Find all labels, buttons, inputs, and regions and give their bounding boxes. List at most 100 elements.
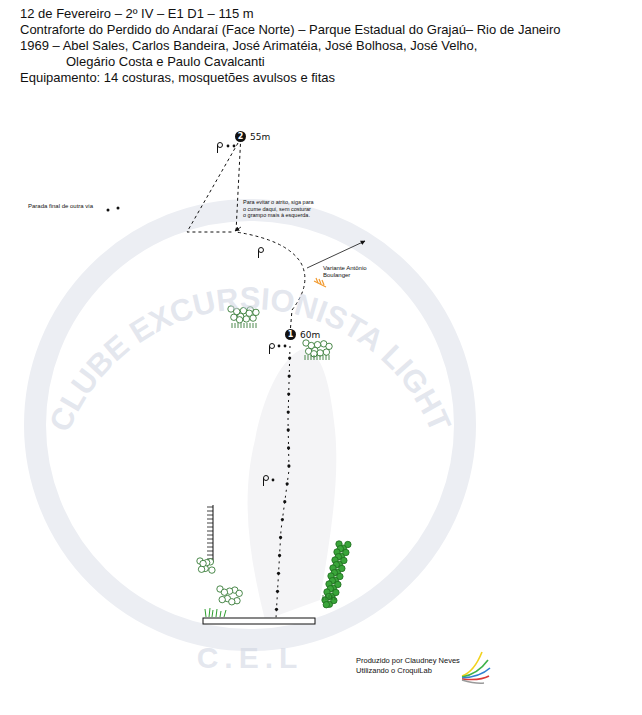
route-line: [276, 346, 290, 618]
bolt-dot: [283, 500, 286, 503]
ladder-tick: [207, 555, 213, 556]
bolt-dot: [288, 374, 291, 377]
stem: [329, 355, 330, 360]
watermark-text: CLUBE EXCURSIONISTA LIGHT: [42, 281, 457, 437]
belay-station: 2 55m: [235, 131, 270, 142]
ladder-tick: [207, 507, 213, 508]
bolt-dot: [287, 392, 290, 395]
belay-dot: [107, 209, 110, 212]
stem: [241, 323, 242, 328]
route-location: Contraforte do Perdido do Andaraí (Face …: [20, 22, 561, 38]
leaf: [308, 342, 314, 348]
bolt-dot: [286, 482, 289, 485]
stem: [317, 355, 318, 360]
ladder-symbol: [213, 505, 214, 562]
credit-text: Produzido por Claudney Neves: [356, 656, 460, 665]
bolt-dot: [287, 428, 290, 431]
ladder-tick: [207, 519, 213, 520]
base-ledge: [203, 618, 315, 624]
stem: [256, 323, 257, 328]
belay-note: Parada final de outra via: [28, 203, 96, 210]
stem: [311, 355, 312, 360]
leaf: [326, 343, 332, 349]
leaf: [337, 573, 343, 579]
ladder-tick: [207, 531, 213, 532]
ladder-tick: [207, 551, 213, 552]
route-note: Para evitar o atrito, siga para o cume d…: [243, 199, 315, 219]
stem: [308, 355, 309, 360]
bolt-dot: [275, 608, 278, 611]
stem: [238, 323, 239, 328]
leaf: [323, 602, 329, 608]
crack-mark: [314, 278, 326, 287]
bolt-dot: [276, 590, 279, 593]
leaf: [219, 596, 225, 602]
bolt-dot: [287, 464, 290, 467]
leaf: [236, 590, 242, 596]
bolt-dot: [288, 356, 291, 359]
stem: [326, 595, 327, 600]
leaf: [339, 565, 345, 571]
ladder-tick: [207, 547, 213, 548]
leaf: [343, 549, 349, 555]
stem: [247, 323, 248, 328]
stem: [326, 355, 327, 360]
stem: [244, 323, 245, 328]
equipment-note: Equipamento: 14 costuras, mosquetões avu…: [20, 70, 335, 86]
ladder-ticks: [207, 507, 213, 559]
route-title: 12 de Fevereiro – 2º IV – E1 D1 – 115 m: [20, 6, 254, 22]
stem: [335, 595, 336, 600]
stem: [235, 323, 236, 328]
pitch-length: 55m: [250, 132, 270, 142]
leaf: [200, 560, 206, 566]
ladder-tick: [207, 543, 213, 544]
stem: [250, 323, 251, 328]
bolt-dot: [278, 554, 281, 557]
bolt-dot: [279, 536, 282, 539]
pitch-length: 60m: [300, 330, 320, 340]
ladder-tick: [207, 511, 213, 512]
watermark-text: CLUBE EXCURSIONISTA LIGHT: [42, 281, 457, 437]
ladder-tick: [207, 523, 213, 524]
leaf: [209, 567, 215, 573]
ladder-tick: [207, 535, 213, 536]
watermark-text: C.E.L: [197, 641, 304, 674]
leaf: [335, 581, 341, 587]
ladder-tick: [207, 539, 213, 540]
leaf: [221, 589, 227, 595]
stem: [253, 323, 254, 328]
belay-dot: [117, 207, 120, 210]
variant-arrow: [307, 241, 365, 268]
stem: [323, 355, 324, 360]
belay-number: 2: [235, 131, 246, 142]
leaf: [341, 557, 347, 563]
bolt-dot: [287, 446, 290, 449]
route-line: [187, 143, 238, 232]
ladder-tick: [207, 515, 213, 516]
stem: [323, 595, 324, 600]
stem: [320, 355, 321, 360]
leaf: [345, 541, 351, 547]
first-ascent: 1969 – Abel Sales, Carlos Bandeira, José…: [20, 38, 511, 70]
leaf: [333, 589, 339, 595]
leaf: [314, 341, 320, 347]
rock-silhouette: [248, 350, 337, 620]
bolt-dot: [287, 410, 290, 413]
watermark-ring: [35, 210, 465, 640]
stem: [305, 355, 306, 360]
belay-station: 1 60m: [285, 329, 320, 340]
vegetation: [197, 306, 351, 608]
stem: [314, 355, 315, 360]
grass: [205, 608, 226, 617]
leaf: [236, 317, 242, 323]
stem: [329, 595, 330, 600]
bolt-dot: [277, 572, 280, 575]
ladder-tick: [207, 527, 213, 528]
stem: [232, 323, 233, 328]
credit-text: Utilizando o CroquiLab: [356, 666, 432, 675]
belay-number: 1: [285, 329, 296, 340]
bolt-dots: [275, 356, 291, 611]
variant-label: Variante Antônio Boulanger: [323, 265, 373, 279]
leaf: [229, 599, 235, 605]
